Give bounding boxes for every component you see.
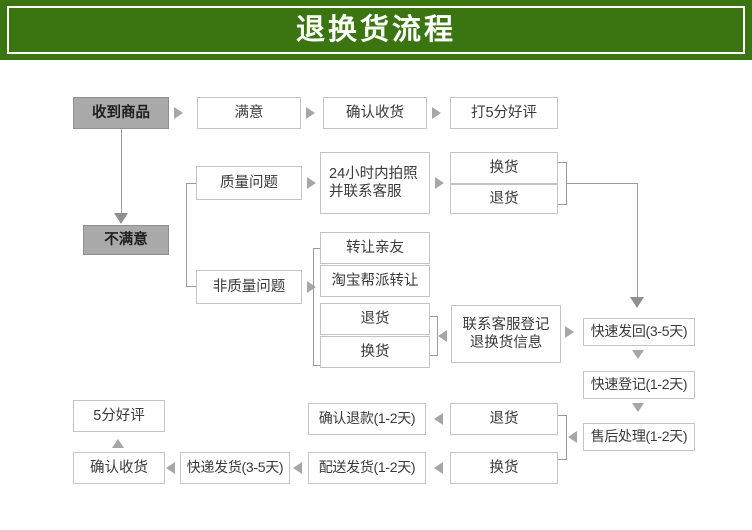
arrow-delivery-to-express-icon bbox=[293, 462, 302, 474]
node-taobao-guild-transfer[interactable]: 淘宝帮派转让 bbox=[320, 265, 430, 297]
connector-exchange-nq-to-bracket bbox=[430, 355, 438, 356]
arrow-aftersales-to-bottom-branch-icon bbox=[568, 431, 577, 443]
connector-aftersales-bracket-vertical bbox=[566, 415, 567, 459]
connector-return-q-to-bracket bbox=[558, 204, 567, 205]
node-satisfied[interactable]: 满意 bbox=[197, 97, 301, 129]
node-delivery-shipping[interactable]: 配送发货(1-2天) bbox=[308, 452, 426, 484]
node-unsatisfied[interactable]: 不满意 bbox=[83, 225, 169, 255]
connector-bracket-to-exchange-bottom bbox=[558, 459, 567, 460]
arrow-photo-to-exchange-icon bbox=[435, 177, 444, 189]
node-received-product[interactable]: 收到商品 bbox=[73, 97, 169, 129]
node-confirm-refund[interactable]: 确认退款(1-2天) bbox=[308, 403, 426, 435]
node-exchange-quality[interactable]: 换货 bbox=[450, 152, 558, 184]
node-fast-register[interactable]: 快速登记(1-2天) bbox=[583, 371, 695, 399]
node-photo-within-24h[interactable]: 24小时内拍照 并联系客服 bbox=[320, 152, 430, 214]
arrow-quality-to-photo-icon bbox=[307, 177, 316, 189]
header-banner: 退换货流程 bbox=[0, 0, 752, 60]
connector-nq-returnexchange-bracket-vertical bbox=[437, 316, 438, 355]
node-quality-issue[interactable]: 质量问题 bbox=[196, 166, 302, 200]
connector-received-to-unsatisfied bbox=[121, 129, 122, 216]
node-exchange-non-quality[interactable]: 换货 bbox=[320, 336, 430, 368]
node-exchange-bottom[interactable]: 换货 bbox=[450, 452, 558, 484]
node-contact-service-register[interactable]: 联系客服登记 退换货信息 bbox=[451, 305, 561, 363]
arrow-satisfied-to-confirm-icon bbox=[306, 107, 315, 119]
node-express-shipping[interactable]: 快递发货(3-5天) bbox=[180, 452, 290, 484]
connector-bracket-to-exchange-nq bbox=[313, 365, 321, 366]
node-return-quality[interactable]: 退货 bbox=[450, 184, 558, 214]
connector-nonquality-bracket-vertical bbox=[313, 248, 314, 365]
arrow-nonquality-to-options-icon bbox=[307, 281, 316, 293]
arrow-down-to-unsatisfied-icon bbox=[114, 213, 128, 224]
arrow-down-to-fast-send-back-icon bbox=[630, 297, 644, 308]
arrow-express-to-confirm-receipt-icon bbox=[166, 462, 175, 474]
connector-bracket-to-right-column bbox=[566, 183, 638, 184]
arrow-sendback-to-register-icon bbox=[632, 350, 644, 359]
arrow-register-to-fast-send-back-icon bbox=[565, 326, 574, 338]
node-five-star-bottom[interactable]: 5分好评 bbox=[73, 400, 165, 432]
connector-right-column-vertical bbox=[637, 183, 638, 300]
node-return-non-quality[interactable]: 退货 bbox=[320, 303, 430, 335]
arrow-received-to-satisfied-icon bbox=[174, 107, 183, 119]
node-transfer-to-friend[interactable]: 转让亲友 bbox=[320, 232, 430, 264]
connector-bracket-to-quality bbox=[186, 183, 198, 184]
connector-unsatisfied-bracket-vertical bbox=[186, 183, 187, 286]
arrow-register-to-aftersales-icon bbox=[632, 403, 644, 412]
node-confirm-receipt-bottom[interactable]: 确认收货 bbox=[73, 452, 165, 484]
arrow-return-to-refund-icon bbox=[434, 413, 443, 425]
node-after-sales-handling[interactable]: 售后处理(1-2天) bbox=[583, 423, 695, 451]
connector-bracket-to-transfer-friend bbox=[313, 248, 321, 249]
arrow-contact-service-to-nq-icon bbox=[438, 330, 447, 342]
header-banner-inner-border: 退换货流程 bbox=[7, 6, 745, 54]
page-title: 退换货流程 bbox=[295, 13, 456, 46]
connector-exchange-q-to-bracket bbox=[558, 162, 567, 163]
node-fast-send-back[interactable]: 快速发回(3-5天) bbox=[583, 318, 695, 346]
node-return-bottom[interactable]: 退货 bbox=[450, 403, 558, 435]
arrow-exchange-to-delivery-icon bbox=[434, 462, 443, 474]
connector-bracket-to-nonquality bbox=[186, 286, 198, 287]
node-five-star-rating[interactable]: 打5分好评 bbox=[450, 97, 558, 129]
arrow-confirm-receipt-to-five-star-icon bbox=[112, 439, 124, 448]
arrow-confirm-to-rate-icon bbox=[432, 107, 441, 119]
node-confirm-receipt-top[interactable]: 确认收货 bbox=[323, 97, 427, 129]
connector-return-nq-to-bracket bbox=[430, 316, 438, 317]
connector-bracket-to-return-bottom bbox=[558, 415, 567, 416]
node-non-quality-issue[interactable]: 非质量问题 bbox=[196, 270, 302, 304]
